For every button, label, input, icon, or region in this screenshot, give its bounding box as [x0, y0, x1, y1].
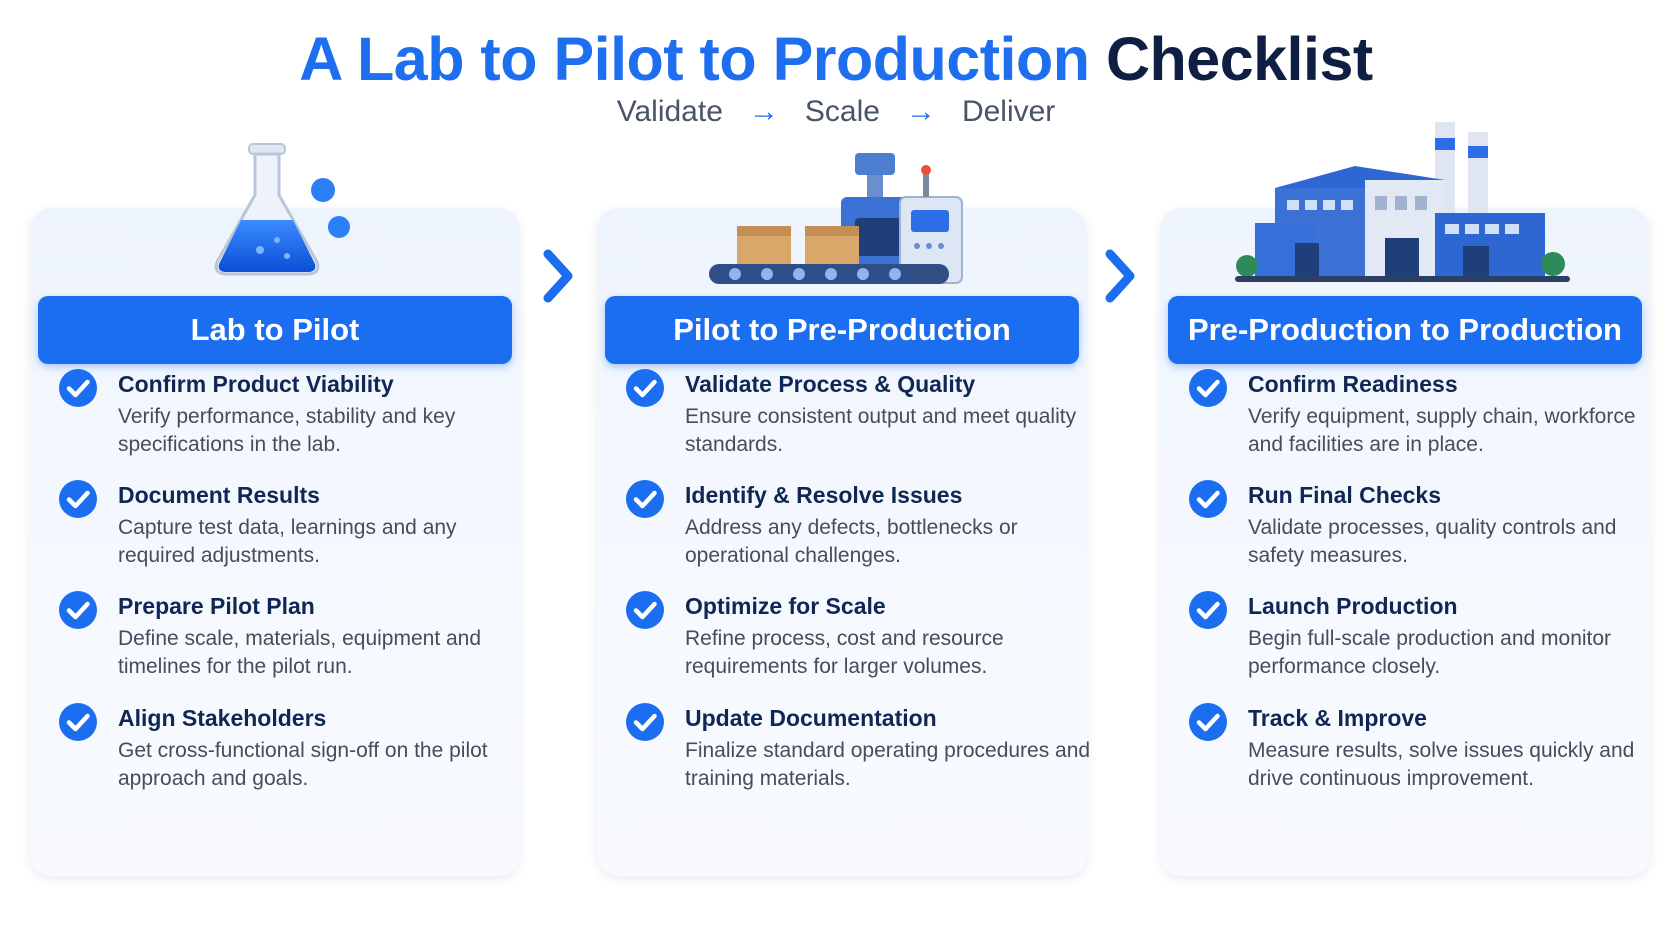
- stage-card-lab-to-pilot: Lab to Pilot: [30, 208, 520, 876]
- checklist-item-title: Validate Process & Quality: [685, 371, 976, 397]
- check-circle-icon: [58, 702, 98, 742]
- check-circle-icon: [58, 590, 98, 630]
- subtitle-step-deliver: Deliver: [961, 95, 1056, 128]
- check-circle-icon: [625, 702, 665, 742]
- check-circle-icon: [625, 368, 665, 408]
- arrow-right-icon: →: [905, 95, 936, 128]
- checklist-item-description: Refine process, cost and resource requir…: [685, 627, 1004, 678]
- checklist-item-title: Identify & Resolve Issues: [685, 482, 963, 508]
- checklist-item-title: Align Stakeholders: [118, 705, 327, 731]
- stage-card-preproduction-to-production: Pre-Production to Production: [1160, 208, 1650, 876]
- lab-flask-icon: [214, 143, 350, 276]
- checklist-item-title: Update Documentation: [685, 705, 937, 731]
- checklist-item-title: Confirm Product Viability: [118, 371, 394, 397]
- check-circle-icon: [1188, 590, 1228, 630]
- checklist-item-description: Address any defects, bottlenecks or oper…: [685, 516, 1018, 567]
- chevron-right-icon: [543, 249, 573, 303]
- check-circle-icon: [58, 479, 98, 519]
- title-highlight: A Lab to Pilot to Production: [299, 25, 1090, 93]
- page-title: A Lab to Pilot to Production Checklist: [0, 24, 1672, 94]
- checklist-item-description: Define scale, materials, equipment and t…: [118, 627, 482, 678]
- checklist-item-title: Optimize for Scale: [685, 593, 886, 619]
- checklist-item-description: Measure results, solve issues quickly an…: [1248, 739, 1635, 790]
- check-circle-icon: [1188, 702, 1228, 742]
- checklist-item-description: Verify performance, stability and key sp…: [118, 405, 456, 456]
- arrow-right-icon: →: [748, 95, 779, 128]
- checklist-item-description: Verify equipment, supply chain, workforc…: [1248, 405, 1636, 456]
- checklist-item-description: Get cross-functional sign-off on the pil…: [118, 739, 488, 790]
- subtitle: Validate → Scale → Deliver: [0, 95, 1672, 129]
- check-circle-icon: [58, 368, 98, 408]
- subtitle-step-validate: Validate: [616, 95, 723, 128]
- check-circle-icon: [625, 479, 665, 519]
- checklist-item-description: Ensure consistent output and meet qualit…: [685, 405, 1077, 456]
- checklist-item-description: Validate processes, quality controls and…: [1248, 516, 1617, 567]
- stage-header: Pre-Production to Production: [1168, 296, 1642, 364]
- checklist-item-title: Prepare Pilot Plan: [118, 593, 315, 619]
- checklist-item-title: Launch Production: [1248, 593, 1458, 619]
- title-tail: Checklist: [1105, 25, 1373, 93]
- checklist-item-title: Confirm Readiness: [1248, 371, 1458, 397]
- stage-card-pilot-to-preproduction: Pilot to Pre-Production: [597, 208, 1087, 876]
- subtitle-step-scale: Scale: [804, 95, 880, 128]
- check-circle-icon: [1188, 479, 1228, 519]
- checklist-item-description: Capture test data, learnings and any req…: [118, 516, 457, 567]
- checklist-item-title: Track & Improve: [1248, 705, 1427, 731]
- stage-header: Pilot to Pre-Production: [605, 296, 1079, 364]
- checklist-item-description: Begin full-scale production and monitor …: [1248, 627, 1612, 678]
- check-circle-icon: [1188, 368, 1228, 408]
- conveyor-machine-icon: [709, 153, 963, 284]
- checklist-item-title: Document Results: [118, 482, 320, 508]
- checklist-item-description: Finalize standard operating procedures a…: [685, 739, 1091, 790]
- chevron-right-icon: [1105, 249, 1135, 303]
- checklist-item-title: Run Final Checks: [1248, 482, 1441, 508]
- factory-icon: [1235, 122, 1570, 282]
- check-circle-icon: [625, 590, 665, 630]
- stage-header: Lab to Pilot: [38, 296, 512, 364]
